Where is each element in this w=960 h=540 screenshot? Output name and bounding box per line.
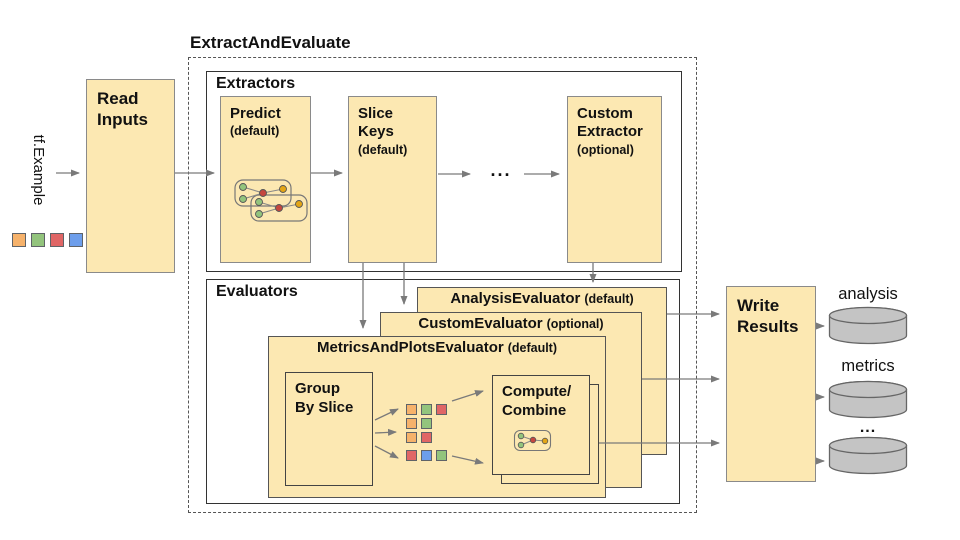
read-inputs-box: Read Inputs: [86, 79, 175, 273]
metrics-datastore-icon: [828, 380, 908, 419]
orange-square: [406, 432, 417, 443]
combine-graph-icon: [513, 429, 552, 452]
group-by-slice-box: Group By Slice: [285, 372, 373, 486]
slice-group-row: [406, 418, 432, 429]
custom-extractor-label: Custom Extractor: [577, 105, 643, 141]
analysis-evaluator-qualifier: (default): [584, 292, 634, 306]
green-square: [421, 418, 432, 429]
orange-square: [406, 404, 417, 415]
read-inputs-label: Read Inputs: [97, 89, 148, 129]
custom-evaluator-qualifier: (optional): [546, 317, 604, 331]
metrics-output-label: metrics: [841, 357, 895, 375]
predict-qualifier: (default): [230, 124, 280, 139]
more-datastore-icon: [828, 436, 908, 475]
analysis-datastore-icon: [828, 306, 908, 345]
custom-extractor-box: Custom Extractor (optional): [567, 96, 662, 263]
model-graph-icon: [234, 179, 308, 222]
write-results-box: Write Results: [726, 286, 816, 482]
extract-and-evaluate-container: [188, 57, 697, 513]
write-results-label: Write Results: [737, 296, 799, 336]
red-square: [436, 404, 447, 415]
green-square: [436, 450, 447, 461]
outputs-ellipsis: ...: [859, 419, 877, 436]
orange-square: [12, 233, 26, 247]
slice-keys-qualifier: (default): [358, 142, 408, 157]
red-square: [421, 432, 432, 443]
group-by-slice-label: Group By Slice: [295, 380, 354, 416]
predict-label: Predict: [230, 105, 281, 122]
input-examples-squares: [12, 233, 83, 247]
green-square: [31, 233, 45, 247]
orange-square: [406, 418, 417, 429]
green-square: [421, 404, 432, 415]
metrics-and-plots-evaluator-qualifier: (default): [507, 341, 558, 355]
red-square: [406, 450, 417, 461]
analysis-evaluator-label: AnalysisEvaluator: [450, 290, 581, 307]
custom-evaluator-label: CustomEvaluator: [418, 315, 543, 332]
extractors-title: Extractors: [216, 75, 296, 92]
slice-group-row: [406, 432, 432, 443]
extractors-ellipsis: ...: [490, 160, 512, 180]
pipeline-title: ExtractAndEvaluate: [190, 33, 351, 52]
slice-group-row: [406, 450, 447, 461]
metrics-and-plots-evaluator-label: MetricsAndPlotsEvaluator: [316, 339, 504, 356]
compute-combine-label: Compute/ Combine: [502, 383, 572, 419]
slice-group-row: [406, 404, 447, 415]
blue-square: [421, 450, 432, 461]
evaluators-title: Evaluators: [216, 283, 298, 300]
input-format-label: tf.Example: [30, 134, 47, 206]
analysis-output-label: analysis: [838, 285, 898, 303]
slice-keys-label: Slice Keys: [358, 105, 394, 141]
slice-keys-extractor-box: Slice Keys (default): [348, 96, 437, 263]
custom-extractor-qualifier: (optional): [577, 142, 634, 157]
blue-square: [69, 233, 83, 247]
red-square: [50, 233, 64, 247]
compute-combine-box: Compute/ Combine: [492, 375, 590, 475]
